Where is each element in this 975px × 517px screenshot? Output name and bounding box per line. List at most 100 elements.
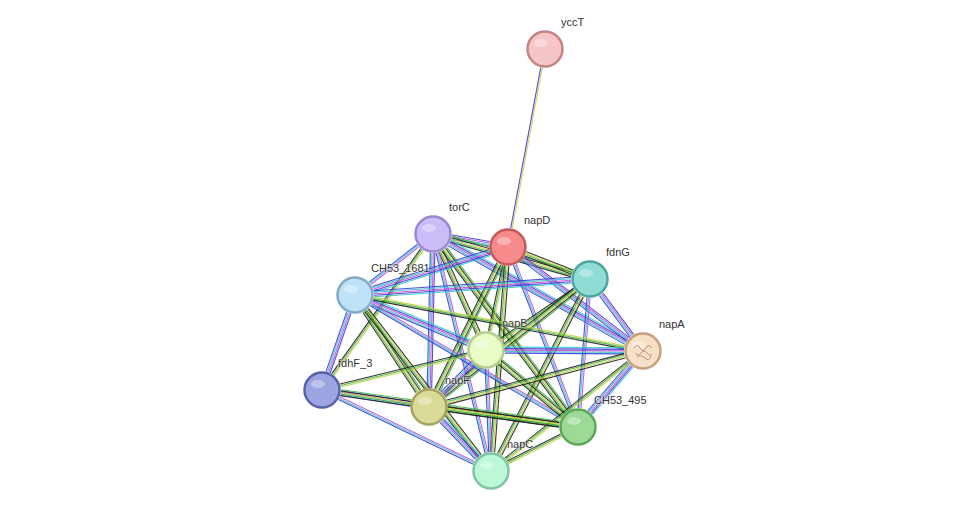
interaction-edge: [365, 309, 481, 458]
node-circle: [472, 452, 510, 490]
evidence-strand: [578, 298, 587, 408]
evidence-strand: [505, 350, 624, 352]
evidence-strand: [442, 421, 478, 458]
interaction-edge: [511, 68, 542, 229]
protein-node: CH53_495: [559, 408, 597, 446]
evidence-strand: [525, 255, 572, 273]
node-circle: [571, 260, 609, 298]
protein-name: napA: [659, 318, 685, 330]
evidence-strand: [603, 293, 633, 334]
interaction-edge: [448, 407, 560, 426]
evidence-strand: [599, 296, 629, 337]
evidence-strand: [507, 434, 560, 461]
node-highlight: [480, 461, 494, 469]
evidence-strand: [508, 436, 561, 463]
evidence-strand: [500, 363, 563, 416]
evidence-strand: [448, 407, 559, 422]
evidence-strand: [368, 309, 481, 455]
evidence-strand: [448, 409, 559, 424]
node-disc: [469, 333, 504, 368]
protein-node: fdhF_3: [303, 371, 341, 409]
evidence-strand: [507, 364, 629, 460]
structure-sketch: [634, 346, 652, 360]
node-circle: [624, 332, 662, 370]
evidence-strand: [442, 363, 472, 393]
protein-name: CH53_1681: [371, 262, 430, 274]
node-disc: [573, 262, 608, 297]
evidence-strand: [505, 351, 624, 353]
node-circle: [526, 30, 564, 68]
evidence-strand: [505, 353, 624, 355]
evidence-strand: [440, 423, 476, 460]
evidence-strand: [367, 310, 480, 456]
protein-node: napA: [624, 332, 662, 370]
interaction-edge: [363, 309, 421, 393]
evidence-strand: [443, 364, 473, 394]
node-highlight: [422, 224, 436, 232]
evidence-strand: [580, 298, 589, 408]
protein-name: napF: [445, 374, 470, 386]
protein-name: napC: [507, 438, 533, 450]
evidence-strand: [505, 348, 624, 350]
interaction-edge: [440, 419, 480, 460]
node-highlight: [567, 417, 581, 425]
node-disc: [305, 373, 340, 408]
evidence-strand: [441, 362, 471, 392]
node-highlight: [418, 397, 432, 405]
node-disc: [416, 217, 451, 252]
evidence-strand: [374, 277, 571, 290]
node-disc: [338, 278, 373, 313]
node-circle: [489, 228, 527, 266]
interaction-edge: [441, 362, 474, 395]
evidence-strand: [448, 412, 559, 427]
evidence-strand: [444, 365, 474, 395]
protein-node: napC: [472, 452, 510, 490]
interaction-edge: [505, 347, 624, 354]
protein-node: CH53_1681: [336, 276, 374, 314]
protein-name: fdnG: [606, 246, 630, 258]
evidence-strand: [505, 362, 627, 458]
evidence-strand: [341, 393, 559, 425]
protein-name: napD: [524, 214, 550, 226]
evidence-strand: [439, 265, 501, 391]
node-disc: [528, 32, 563, 67]
evidence-strand: [374, 280, 571, 293]
node-disc: [561, 410, 596, 445]
node-circle: [559, 408, 597, 446]
evidence-strand: [443, 420, 479, 457]
evidence-strand: [444, 291, 575, 395]
structure-strand: [635, 351, 652, 355]
node-highlight: [475, 340, 489, 348]
evidence-strand: [364, 312, 417, 392]
node-highlight: [534, 39, 548, 47]
evidence-strand: [444, 419, 480, 456]
protein-name: torC: [449, 201, 470, 213]
node-circle: [336, 276, 374, 314]
evidence-strand: [601, 295, 631, 336]
evidence-strand: [448, 410, 559, 425]
evidence-strand: [374, 279, 571, 292]
protein-node: yccT: [526, 30, 564, 68]
node-circle: [410, 388, 448, 426]
protein-name: yccT: [561, 16, 584, 28]
structure-strand: [634, 346, 652, 351]
evidence-strand: [372, 304, 468, 344]
evidence-strand: [446, 293, 577, 397]
protein-node: torC: [414, 215, 452, 253]
evidence-strand: [506, 363, 628, 459]
evidence-strand: [341, 394, 559, 426]
evidence-strand: [602, 294, 632, 335]
protein-name: napB: [502, 317, 528, 329]
evidence-strand: [340, 396, 558, 428]
node-highlight: [344, 285, 358, 293]
protein-node: napD: [489, 228, 527, 266]
interaction-edge: [599, 293, 633, 337]
evidence-strand: [366, 310, 479, 456]
interaction-edge: [340, 390, 559, 428]
interaction-edge: [507, 434, 561, 464]
interaction-edge: [505, 362, 629, 461]
interaction-edge: [578, 298, 590, 408]
evidence-strand: [505, 347, 624, 349]
